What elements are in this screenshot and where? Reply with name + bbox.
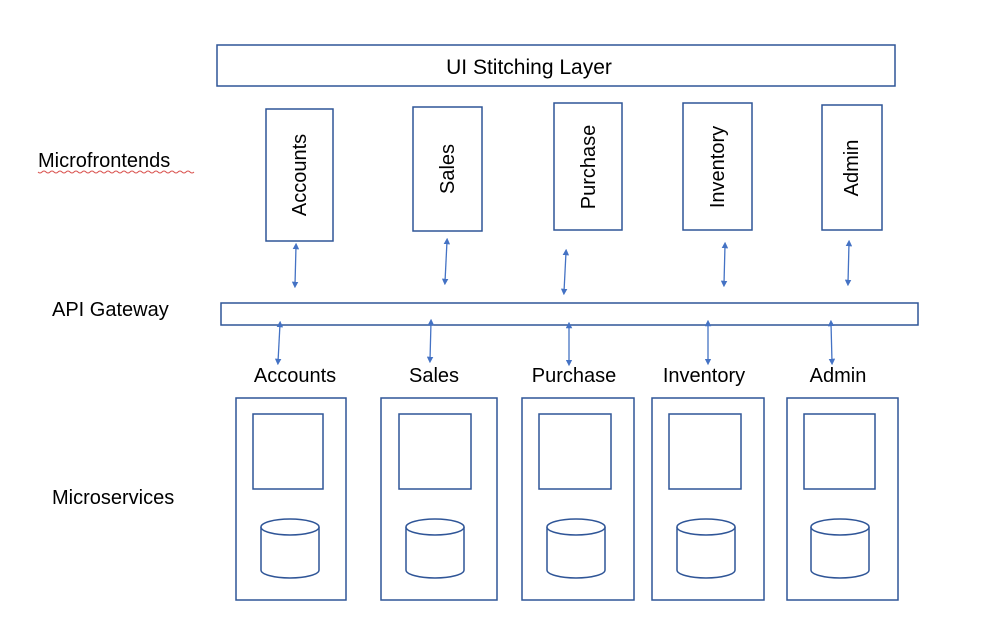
database-icon xyxy=(676,518,736,579)
database-icon xyxy=(546,518,606,579)
database-icon xyxy=(260,518,320,579)
microservice-admin xyxy=(786,397,899,601)
service-component-box xyxy=(252,413,324,490)
microservice-accounts xyxy=(235,397,347,601)
microservice-inventory xyxy=(651,397,765,601)
service-component-box xyxy=(803,413,876,490)
microfrontend-label: Sales xyxy=(437,144,459,194)
database-icon xyxy=(810,518,870,579)
microservice-label: Purchase xyxy=(532,365,617,387)
spellcheck-underline xyxy=(37,170,195,174)
microfrontend-inventory: Inventory xyxy=(682,102,753,231)
mf-gateway-arrow xyxy=(720,241,729,288)
mf-gateway-arrow xyxy=(560,248,570,296)
mf-gateway-arrow xyxy=(441,237,451,286)
microfrontend-purchase: Purchase xyxy=(553,102,623,231)
mf-gateway-arrow xyxy=(291,242,300,289)
microservice-sales xyxy=(380,397,498,601)
service-component-box xyxy=(668,413,742,490)
service-component-box xyxy=(538,413,612,490)
ui-stitching-layer-box xyxy=(216,44,896,87)
microfrontends-row-label: Microfrontends xyxy=(38,150,170,172)
microservice-label: Sales xyxy=(409,365,459,387)
mf-gateway-arrow xyxy=(844,239,853,287)
microservices-row-label: Microservices xyxy=(52,487,174,509)
microfrontend-label: Purchase xyxy=(578,125,600,210)
microfrontend-label: Inventory xyxy=(707,126,729,208)
gateway-ms-arrow xyxy=(827,319,836,366)
microfrontend-admin: Admin xyxy=(821,104,883,231)
microservice-purchase xyxy=(521,397,635,601)
database-icon xyxy=(405,518,465,579)
gateway-ms-arrow xyxy=(274,320,284,366)
microfrontend-label: Accounts xyxy=(289,134,311,216)
gateway-ms-arrow xyxy=(426,318,435,364)
microfrontend-accounts: Accounts xyxy=(265,108,334,242)
microfrontend-label: Admin xyxy=(841,140,863,197)
api-gateway-bar xyxy=(220,302,919,326)
microservice-label: Inventory xyxy=(663,365,745,387)
api-gateway-row-label: API Gateway xyxy=(52,299,169,321)
microfrontend-sales: Sales xyxy=(412,106,483,232)
microservice-label: Admin xyxy=(810,365,867,387)
microservice-label: Accounts xyxy=(254,365,336,387)
service-component-box xyxy=(398,413,472,490)
ui-stitching-layer-label: UI Stitching Layer xyxy=(446,56,612,79)
